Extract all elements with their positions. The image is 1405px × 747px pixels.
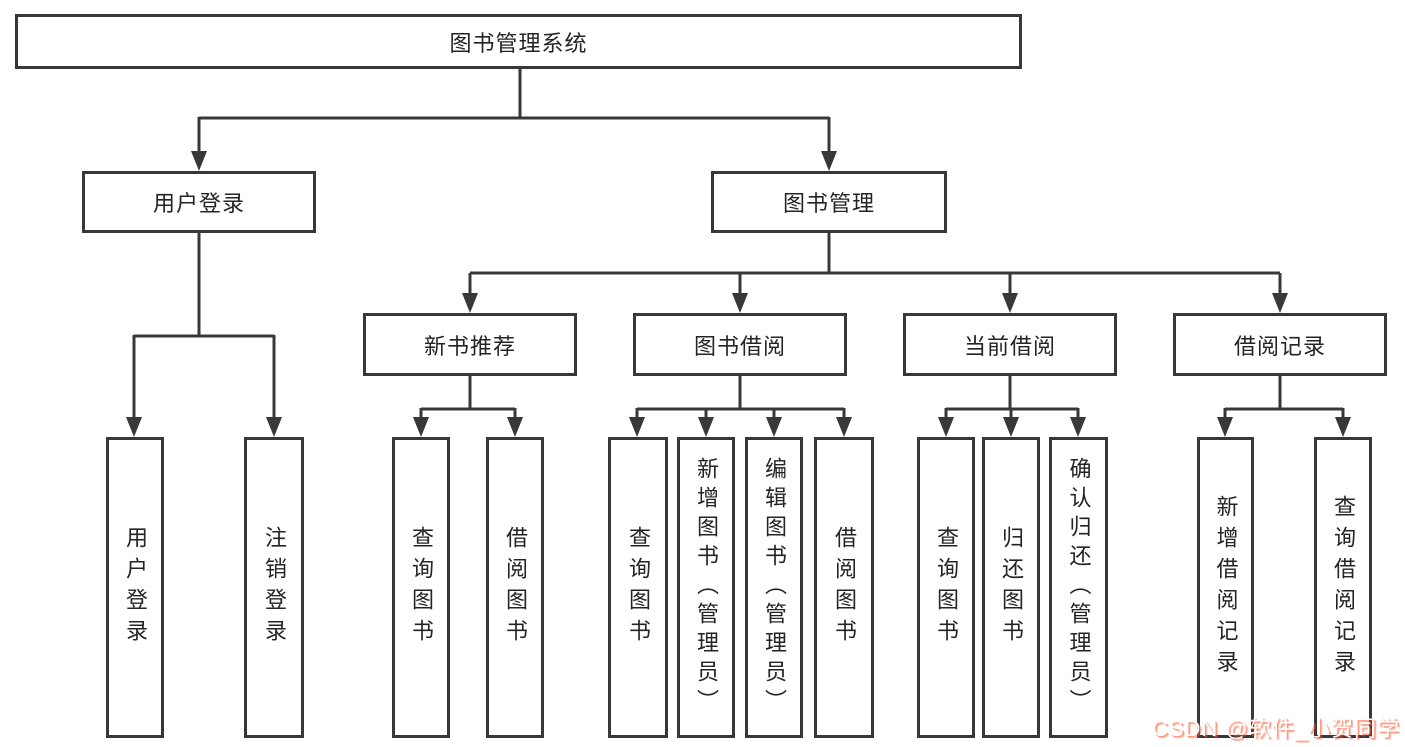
leaf-query-books-2: 查询图书 [608,437,668,738]
leaf-query-books-1: 查询图书 [392,437,450,738]
node-new-book-recommend: 新书推荐 [363,313,577,376]
leaf-edit-books-admin: 编辑图书（管理员） [745,437,803,738]
leaf-logout: 注销登录 [244,437,304,738]
leaf-confirm-return-admin: 确认归还（管理员） [1049,437,1108,738]
leaf-return-books: 归还图书 [982,437,1040,738]
node-user-login: 用户登录 [82,171,316,233]
node-book-borrowing: 图书借阅 [633,313,847,376]
leaf-query-borrow-record: 查询借阅记录 [1314,437,1372,738]
leaf-borrow-books-2: 借阅图书 [814,437,874,738]
leaf-borrow-books-1: 借阅图书 [486,437,544,738]
leaf-user-login: 用户登录 [106,437,164,738]
node-current-borrowing: 当前借阅 [903,313,1117,376]
leaf-query-books-3: 查询图书 [917,437,975,738]
node-root: 图书管理系统 [15,14,1022,69]
leaf-add-borrow-record: 新增借阅记录 [1197,437,1254,738]
node-book-management: 图书管理 [711,171,947,233]
arrowhead-icons [126,151,1351,437]
node-borrowing-records: 借阅记录 [1173,313,1387,376]
leaf-add-books-admin: 新增图书（管理员） [677,437,735,738]
